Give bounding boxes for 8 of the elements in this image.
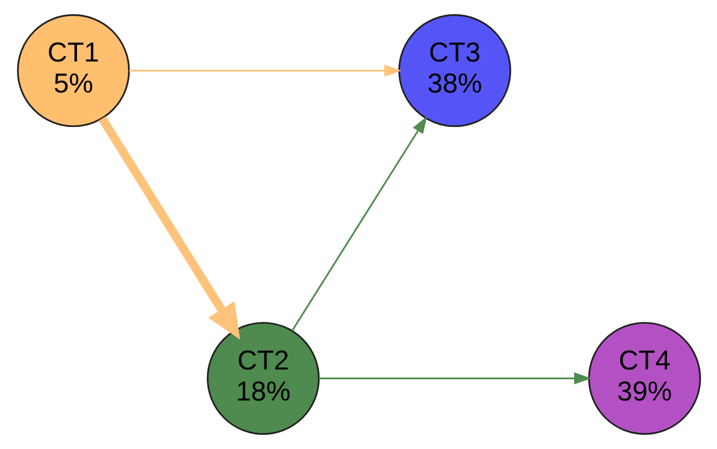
arrow bbox=[128, 64, 401, 77]
arrow bbox=[98, 116, 240, 340]
node-circle: CT1 5% bbox=[16, 14, 130, 128]
node-circle: CT2 18% bbox=[206, 322, 320, 435]
node-circle: CT4 39% bbox=[588, 322, 701, 435]
node-circle: CT3 38% bbox=[398, 14, 511, 128]
arrow bbox=[318, 372, 591, 384]
arrow bbox=[291, 116, 427, 331]
